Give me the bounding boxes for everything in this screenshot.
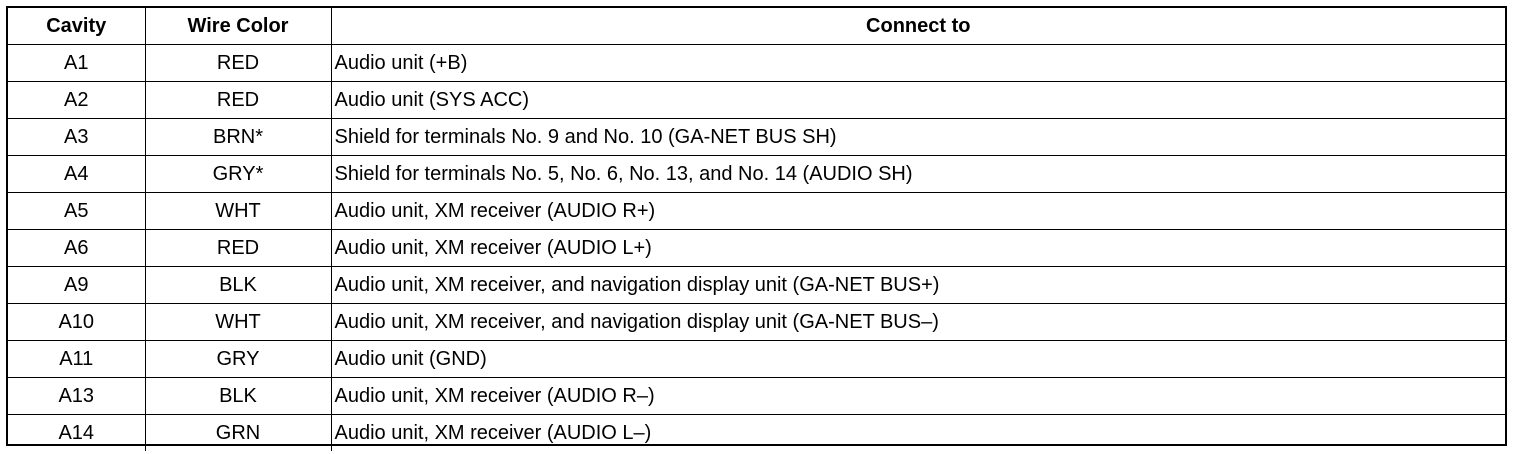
table-row: A1 RED Audio unit (+B): [8, 44, 1505, 82]
table-row: A11 GRY Audio unit (GND): [8, 340, 1505, 378]
table-row: A5 WHT Audio unit, XM receiver (AUDIO R+…: [8, 192, 1505, 230]
wire-color-cell: RED: [144, 229, 332, 267]
cavity-cell: A4: [8, 155, 146, 193]
wire-color-cell: WHT: [144, 192, 332, 230]
wire-color-cell: BLK: [144, 266, 332, 304]
table-row: A3 BRN* Shield for terminals No. 9 and N…: [8, 118, 1505, 156]
wire-color-cell: BRN*: [144, 118, 332, 156]
cavity-cell: A5: [8, 192, 146, 230]
table-row: A6 RED Audio unit, XM receiver (AUDIO L+…: [8, 229, 1505, 267]
wire-color-cell: BLK: [144, 377, 332, 415]
cavity-cell: A11: [8, 340, 146, 378]
connect-to-cell: Audio unit, XM receiver, and navigation …: [330, 266, 1505, 304]
table-header-row: Cavity Wire Color Connect to: [8, 8, 1505, 45]
cavity-cell: A1: [8, 44, 146, 82]
connect-to-cell: Audio unit, XM receiver (AUDIO R–): [330, 377, 1505, 415]
connect-to-cell: Shield for terminals No. 9 and No. 10 (G…: [330, 118, 1505, 156]
connector-table: Cavity Wire Color Connect to A1 RED Audi…: [8, 8, 1505, 451]
table-row: A2 RED Audio unit (SYS ACC): [8, 81, 1505, 119]
header-connect-to: Connect to: [330, 8, 1505, 45]
cavity-cell: A10: [8, 303, 146, 341]
connect-to-cell: Audio unit (GND): [330, 340, 1505, 378]
wire-color-cell: GRN: [144, 414, 332, 451]
table-row: A4 GRY* Shield for terminals No. 5, No. …: [8, 155, 1505, 193]
header-cavity: Cavity: [8, 8, 146, 45]
wire-color-cell: WHT: [144, 303, 332, 341]
connector-table-frame: Cavity Wire Color Connect to A1 RED Audi…: [6, 6, 1507, 451]
connect-to-cell: Audio unit, XM receiver, and navigation …: [330, 303, 1505, 341]
header-wire-color: Wire Color: [144, 8, 332, 45]
connect-to-cell: Shield for terminals No. 5, No. 6, No. 1…: [330, 155, 1505, 193]
table-row: A10 WHT Audio unit, XM receiver, and nav…: [8, 303, 1505, 341]
cavity-cell: A14: [8, 414, 146, 451]
wire-color-cell: RED: [144, 81, 332, 119]
connect-to-cell: Audio unit, XM receiver (AUDIO L–): [330, 414, 1505, 451]
connect-to-cell: Audio unit, XM receiver (AUDIO L+): [330, 229, 1505, 267]
cavity-cell: A13: [8, 377, 146, 415]
wire-color-cell: RED: [144, 44, 332, 82]
cavity-cell: A2: [8, 81, 146, 119]
cavity-cell: A6: [8, 229, 146, 267]
table-row: A14 GRN Audio unit, XM receiver (AUDIO L…: [8, 414, 1505, 451]
connect-to-cell: Audio unit (+B): [330, 44, 1505, 82]
connect-to-cell: Audio unit (SYS ACC): [330, 81, 1505, 119]
cavity-cell: A9: [8, 266, 146, 304]
wire-color-cell: GRY: [144, 340, 332, 378]
table-row: A9 BLK Audio unit, XM receiver, and navi…: [8, 266, 1505, 304]
connect-to-cell: Audio unit, XM receiver (AUDIO R+): [330, 192, 1505, 230]
table-row: A13 BLK Audio unit, XM receiver (AUDIO R…: [8, 377, 1505, 415]
wire-color-cell: GRY*: [144, 155, 332, 193]
cavity-cell: A3: [8, 118, 146, 156]
